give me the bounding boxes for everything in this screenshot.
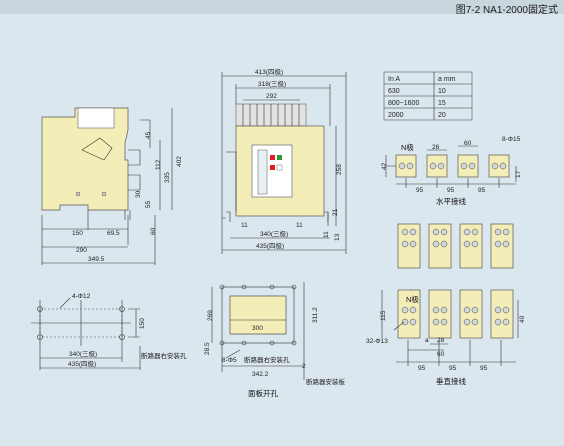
mount-dim-4phi12: 4-Φ12 xyxy=(72,293,91,300)
panel-outer xyxy=(221,286,295,344)
front-window xyxy=(257,149,268,195)
v-dim-60: 60 xyxy=(437,351,445,358)
header-bar: 图7-2 NA1-2000固定式 xyxy=(0,0,564,16)
mount-dim-340: 340(三极) xyxy=(69,349,97,358)
horizontal-title: 水平接线 xyxy=(436,196,466,206)
panel-dim-269: 269 xyxy=(207,310,214,321)
front-view: 413(四极) 318(三极) 292 258 11 11 21 340(三极)… xyxy=(221,67,347,254)
side-mechanism xyxy=(81,137,113,161)
white-indicator xyxy=(276,164,283,171)
side-dim-335: 335 xyxy=(164,172,171,183)
panel-dim-342-2: 342.2 xyxy=(252,371,269,378)
v-dim-95c: 95 xyxy=(480,365,488,372)
front-dim-318: 318(三极) xyxy=(258,79,286,88)
side-terminal-bot xyxy=(128,174,141,191)
red-button xyxy=(270,155,275,160)
side-dim-150: 150 xyxy=(72,230,83,237)
side-dim-349-5: 349.5 xyxy=(88,256,105,263)
terminal-top-group xyxy=(397,223,514,269)
h-dim-95c: 95 xyxy=(478,187,486,194)
panel-note-2: 断路器安装板 xyxy=(306,377,346,386)
h-dim-42: 42 xyxy=(381,162,388,170)
busbar-h xyxy=(457,154,479,178)
horizontal-wiring: N极 26 60 8-Φ15 42 17 95 95 95 水平接线 xyxy=(381,136,522,206)
front-dim-13: 13 xyxy=(334,233,341,241)
h-dim-95b: 95 xyxy=(447,187,455,194)
front-dim-21: 21 xyxy=(332,208,339,216)
busbar-h xyxy=(426,154,448,178)
side-hole xyxy=(101,191,107,197)
v-dim-40: 40 xyxy=(519,315,526,323)
panel-hole xyxy=(229,295,287,335)
red-indicator xyxy=(270,165,275,170)
table-header-a: a mm xyxy=(438,76,456,83)
vertical-title: 垂直接线 xyxy=(436,376,466,386)
front-dim-413: 413(四极) xyxy=(255,67,283,76)
busbar-h xyxy=(488,154,510,178)
side-hole xyxy=(75,191,81,197)
green-button xyxy=(277,155,282,160)
front-dim-11a: 11 xyxy=(241,222,248,229)
panel-dim-28-5: 28.5 xyxy=(204,342,211,355)
side-handle xyxy=(77,107,115,129)
table-cell: 10 xyxy=(438,88,446,95)
mount-dim-435: 435(四极) xyxy=(68,359,96,368)
v-dim-95b: 95 xyxy=(449,365,457,372)
panel-note-1: 断路器右安装孔 xyxy=(244,355,290,364)
v-dim-95a: 95 xyxy=(418,365,426,372)
current-table: In A a mm 630 10 800~1600 15 2000 20 xyxy=(383,71,473,121)
side-dim-55: 55 xyxy=(145,200,152,208)
panel-dim-2: 2 xyxy=(302,363,306,370)
figure-title: 图7-2 NA1-2000固定式 xyxy=(455,5,558,16)
mounting-holes: 4-Φ12 150 340(三极) 435(四极) 断路器右安装孔 xyxy=(31,293,187,370)
h-dim-17: 17 xyxy=(515,170,522,178)
v-dim-32phi13: 32-Φ13 xyxy=(366,338,388,345)
side-dim-112: 112 xyxy=(155,159,162,170)
table-cell: 630 xyxy=(388,88,400,95)
side-terminal-top xyxy=(128,149,141,166)
mount-dim-150: 150 xyxy=(139,318,146,329)
table-cell: 20 xyxy=(438,112,446,119)
front-dim-11b: 11 xyxy=(296,222,303,229)
v-dim-115: 115 xyxy=(380,310,387,321)
side-dim-45: 45 xyxy=(145,131,152,139)
side-dim-290: 290 xyxy=(76,247,87,254)
panel-title: 面板开孔 xyxy=(248,388,278,398)
side-dim-402: 402 xyxy=(176,156,183,167)
front-dim-292: 292 xyxy=(266,93,277,100)
side-dim-60: 60 xyxy=(150,227,157,235)
table-cell: 800~1600 xyxy=(388,100,419,107)
front-dim-258: 258 xyxy=(336,164,343,175)
h-dim-n: N极 xyxy=(401,142,414,152)
table-cell: 15 xyxy=(438,100,446,107)
vertical-wiring: N极 115 40 32-Φ13 a 28 60 95 95 95 垂直接线 xyxy=(366,289,526,386)
mount-note: 断路器右安装孔 xyxy=(141,351,187,360)
front-dim-435: 435(四极) xyxy=(256,241,284,250)
v-dim-n: N极 xyxy=(406,294,419,304)
panel-cutout: 269 311.2 300 28.5 8-Φ5 342.2 2 断路器右安装孔 … xyxy=(204,282,346,398)
table-cell: 2000 xyxy=(388,112,404,119)
h-dim-95a: 95 xyxy=(416,187,424,194)
panel-dim-311-2: 311.2 xyxy=(312,307,319,323)
side-dim-30: 30 xyxy=(135,190,142,198)
table-header-in: In A xyxy=(388,76,400,83)
side-dim-69-5: 69.5 xyxy=(107,230,120,237)
side-view: 45 112 335 402 55 30 150 69.5 290 349.5 … xyxy=(41,107,183,265)
h-dim-60: 60 xyxy=(464,140,472,147)
front-dim-11c: 11 xyxy=(323,231,330,238)
h-dim-26: 26 xyxy=(432,144,440,151)
v-dim-28: 28 xyxy=(437,337,445,344)
panel-dim-8phi5: 8-Φ5 xyxy=(222,357,237,364)
panel-dim-300: 300 xyxy=(252,325,263,332)
front-dim-340: 340(三极) xyxy=(260,229,288,238)
v-dim-a: a xyxy=(425,337,429,344)
h-dim-8phi15: 8-Φ15 xyxy=(502,136,521,143)
